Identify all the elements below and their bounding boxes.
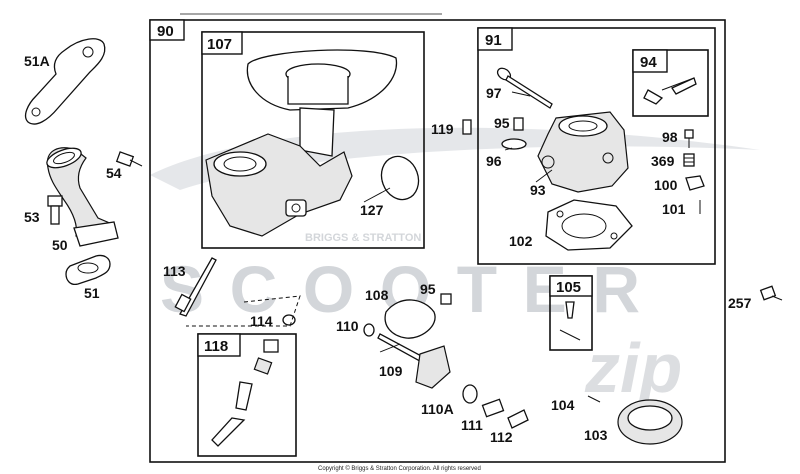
screw-95a-shape [513, 117, 524, 131]
screw-98-shape [684, 129, 694, 148]
gasket-51a-shape [24, 38, 106, 125]
part-label-98: 98 [662, 129, 678, 145]
carburetor-107-shape [205, 49, 398, 237]
part-label-109: 109 [379, 363, 403, 379]
part-label-112: 112 [490, 429, 513, 445]
screw-257-shape [759, 285, 783, 301]
group-118-label: 118 [204, 338, 228, 355]
part-label-369: 369 [651, 153, 675, 169]
watermark-brand-line: BRIGGS & STRATTON [305, 232, 421, 244]
leader-lines [363, 91, 553, 353]
group-94-frame [632, 49, 709, 117]
group-105-tag [549, 275, 593, 297]
copyright-notice: Copyright © Briggs & Stratton Corporatio… [318, 465, 481, 472]
gasket-51-shape [65, 254, 111, 286]
part-label-97: 97 [486, 85, 502, 101]
nut-100-shape [685, 175, 705, 191]
part-label-110: 110 [336, 318, 359, 334]
group-107-frame [201, 31, 425, 249]
pin-104-shape [587, 395, 601, 403]
part-label-110a: 110A [421, 401, 454, 417]
shaft-109-shape [377, 333, 451, 389]
part-label-100: 100 [654, 177, 678, 193]
group-91-tag [477, 27, 513, 51]
part-label-53: 53 [24, 209, 40, 225]
group-118-tag [197, 333, 241, 357]
needle-118-shape [211, 339, 279, 447]
part-label-108: 108 [365, 287, 389, 303]
valve-105-shape [559, 301, 581, 341]
part-label-102: 102 [509, 233, 533, 249]
part-label-51a: 51A [24, 53, 50, 69]
group-118-frame [197, 333, 297, 457]
screw-53-shape [47, 195, 63, 225]
part-label-257: 257 [728, 295, 752, 311]
part-label-93: 93 [530, 182, 546, 198]
part-label-103: 103 [584, 427, 608, 443]
screw-112-shape [507, 409, 529, 429]
group-91-label: 91 [485, 32, 502, 49]
screw-54-shape [115, 151, 143, 167]
part-label-113: 113 [163, 263, 186, 279]
air-filter-103-shape [617, 399, 683, 445]
gasket-127-shape [380, 155, 420, 201]
part-label-114: 114 [250, 313, 273, 329]
part-label-95-bottom: 95 [420, 281, 436, 297]
part-label-104: 104 [551, 397, 575, 413]
body-93-shape [537, 111, 629, 193]
spring-94-shape [643, 77, 697, 105]
part-label-119: 119 [431, 121, 454, 137]
group-91-frame [477, 27, 716, 265]
spring-369-shape [683, 153, 695, 167]
gasket-102-shape [545, 199, 633, 251]
group-94-tag [632, 49, 668, 73]
part-label-101: 101 [662, 201, 686, 217]
washer-110a-shape [462, 384, 478, 404]
part-label-127: 127 [360, 202, 384, 218]
screw-97-shape [496, 67, 553, 109]
group-105-label: 105 [556, 279, 581, 296]
part-label-54: 54 [106, 165, 122, 181]
tube-113-shape [174, 257, 217, 317]
group-107-tag [201, 31, 243, 55]
gasket-96-shape [501, 138, 527, 150]
part-label-51: 51 [84, 285, 100, 301]
group-94-label: 94 [640, 54, 657, 71]
gasket-114-shape [186, 295, 301, 327]
group-90-frame [149, 19, 726, 463]
elbow-50-shape [46, 147, 119, 247]
screw-119-shape [462, 119, 472, 135]
watermark-zip-text: zip [584, 329, 682, 407]
group-90-tag [149, 19, 185, 41]
screw-95b-shape [440, 293, 452, 305]
spring-111-shape [481, 398, 505, 418]
group-90-label: 90 [157, 23, 174, 40]
diaphragm-108-shape [384, 299, 436, 339]
washer-110-shape [363, 323, 375, 337]
part-label-96: 96 [486, 153, 502, 169]
part-label-95-top: 95 [494, 115, 510, 131]
part-label-111: 111 [461, 417, 483, 433]
group-107-label: 107 [207, 36, 232, 53]
part-label-50: 50 [52, 237, 68, 253]
